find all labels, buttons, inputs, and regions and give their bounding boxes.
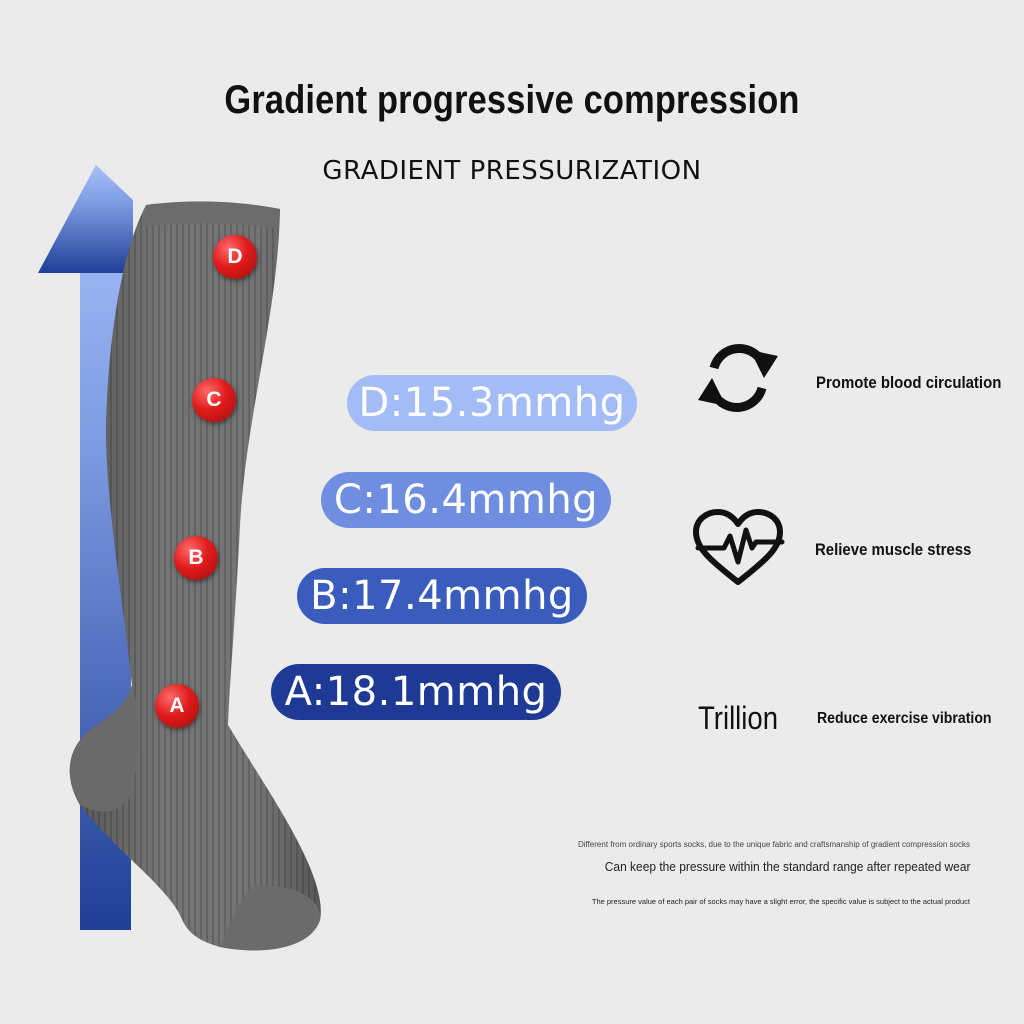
feature-label-circulation: Promote blood circulation	[816, 373, 1002, 392]
circulation-arrows-icon	[698, 343, 778, 413]
note-line-3: The pressure value of each pair of socks…	[591, 897, 970, 906]
marker-b: B	[174, 536, 218, 580]
feature-label-muscle: Relieve muscle stress	[815, 540, 972, 559]
page-title: Gradient progressive compression	[224, 78, 800, 122]
trillion-text: Trillion	[698, 700, 779, 736]
pressure-label-a: A:18.1mmhg	[271, 664, 561, 720]
note-line-1: Different from ordinary sports socks, du…	[577, 840, 970, 849]
feature-label-vibration: Reduce exercise vibration	[817, 710, 992, 727]
pressure-label-d: D:15.3mmhg	[347, 375, 637, 431]
pressure-label-b: B:17.4mmhg	[297, 568, 587, 624]
page-subtitle: GRADIENT PRESSURIZATION	[322, 156, 702, 186]
note-line-2: Can keep the pressure within the standar…	[604, 859, 970, 874]
marker-a: A	[155, 684, 199, 728]
marker-d: D	[213, 235, 257, 279]
pressure-label-c: C:16.4mmhg	[321, 472, 611, 528]
marker-c: C	[192, 378, 236, 422]
heartbeat-icon	[693, 509, 785, 585]
